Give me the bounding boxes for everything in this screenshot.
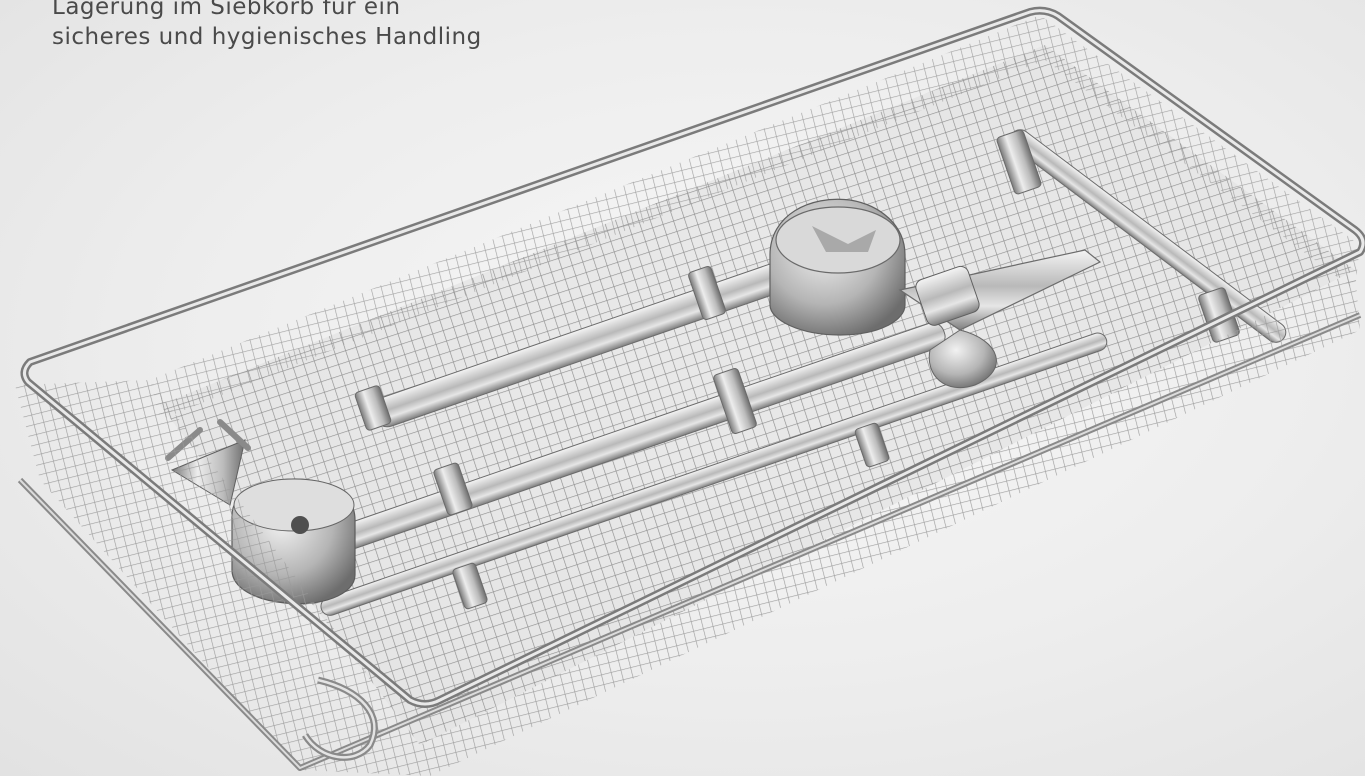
clip-holder [688,266,726,320]
caption-line-2: sicheres und hygienisches Handling [52,24,482,50]
clip-holder [996,129,1042,195]
basket-rim [17,6,1365,771]
instrument-rod [320,332,1108,616]
clip-holders [354,129,1240,610]
clip-holder [713,368,757,434]
basket-handle [302,676,378,761]
caption-text: Lagerung im Siebkorb für ein sicheres un… [52,0,482,52]
instrument-wrench-head [769,198,906,336]
instrument-clamp [898,249,1102,389]
caption-line-1: Lagerung im Siebkorb für ein [52,0,401,20]
clip-holder [854,422,890,468]
basket-back-wall [150,15,1360,420]
clip-holder [452,562,488,610]
basket-front-wall [15,270,1360,776]
clip-holder [354,385,392,431]
clip-holder [433,462,473,516]
